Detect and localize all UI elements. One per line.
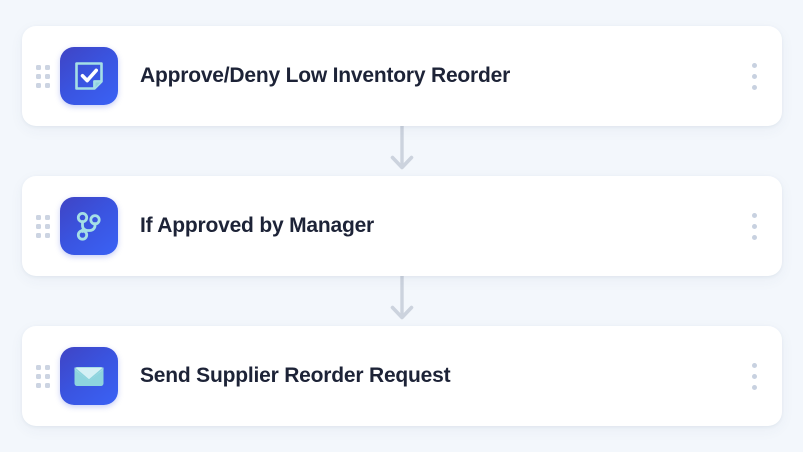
drag-dot [45, 82, 50, 88]
drag-handle-icon[interactable] [34, 213, 52, 239]
step-icon-tile [60, 47, 118, 105]
drag-handle-icon[interactable] [34, 63, 52, 89]
kebab-dot [751, 212, 757, 218]
kebab-dot [751, 384, 757, 390]
kebab-dot [751, 223, 757, 229]
approval-checkbox-note-icon [71, 58, 107, 94]
more-options-kebab-icon[interactable] [744, 209, 764, 243]
more-options-kebab-icon[interactable] [744, 359, 764, 393]
drag-dot [36, 382, 41, 388]
drag-dot [36, 73, 41, 79]
drag-dot [45, 382, 50, 388]
drag-dot [36, 223, 41, 229]
kebab-dot [751, 84, 757, 90]
branch-condition-icon [71, 208, 107, 244]
step-title: If Approved by Manager [140, 214, 375, 237]
drag-dot [36, 64, 41, 70]
drag-dot [36, 214, 41, 220]
envelope-mail-icon [71, 358, 107, 394]
workflow-step-card[interactable]: If Approved by Manager [22, 176, 782, 276]
kebab-dot [751, 373, 757, 379]
workflow-step-card[interactable]: Send Supplier Reorder Request [22, 326, 782, 426]
arrow-down-icon [389, 276, 415, 326]
drag-dot [36, 373, 41, 379]
workflow-connector [22, 276, 782, 326]
workflow-connector [22, 126, 782, 176]
kebab-dot [751, 73, 757, 79]
drag-dot [45, 364, 50, 370]
workflow-step-card[interactable]: Approve/Deny Low Inventory Reorder [22, 26, 782, 126]
drag-dot [36, 364, 41, 370]
step-icon-tile [60, 347, 118, 405]
drag-dot [45, 232, 50, 238]
drag-handle-icon[interactable] [34, 363, 52, 389]
kebab-dot [751, 362, 757, 368]
kebab-dot [751, 62, 757, 68]
more-options-kebab-icon[interactable] [744, 59, 764, 93]
drag-dot [45, 373, 50, 379]
step-title: Send Supplier Reorder Request [140, 364, 451, 387]
drag-dot [45, 64, 50, 70]
kebab-dot [751, 234, 757, 240]
drag-dot [45, 223, 50, 229]
drag-dot [45, 73, 50, 79]
drag-dot [45, 214, 50, 220]
step-title: Approve/Deny Low Inventory Reorder [140, 64, 511, 87]
arrow-down-icon [389, 126, 415, 176]
drag-dot [36, 232, 41, 238]
step-icon-tile [60, 197, 118, 255]
drag-dot [36, 82, 41, 88]
